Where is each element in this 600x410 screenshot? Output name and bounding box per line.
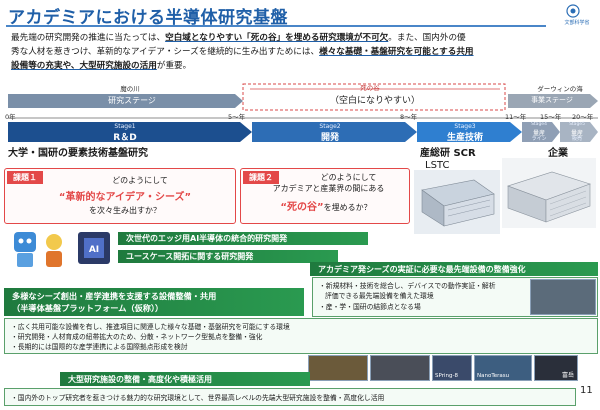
stage5-arrow	[560, 122, 598, 142]
nanoterasu-photo: NanoTerasu	[474, 355, 532, 381]
stage3-arrow	[417, 122, 522, 142]
fugaku-photo: 富岳	[534, 355, 578, 381]
platform-list-box: ・広く共用可能な設備を有し、推進項目に関連した様々な基礎・基盤研究を可能にする環…	[4, 318, 598, 354]
intro-highlight-1: 空白域となりやすい「死の谷」を埋める研究環境が不可欠	[165, 33, 389, 43]
intro-text-4: が重要。	[156, 61, 192, 71]
kadai-1-line3: を次々生み出すか？	[89, 206, 161, 215]
kadai-2-line3: を埋めるか？	[323, 203, 372, 212]
stage3-name: 生産技術	[446, 133, 483, 143]
intro-highlight-3: 設備等の充実や、大型研究施設の活用	[11, 61, 157, 71]
stage5-sub: 販売	[571, 136, 582, 142]
year-label: 0年	[5, 113, 16, 121]
nanoterasu-label: NanoTerasu	[477, 373, 510, 379]
caption-academia: 大学・国研の要素技術基盤研究	[8, 148, 148, 159]
mid-stage-label: 死の谷	[360, 84, 380, 92]
platform-item: ・研究開発・人材育成の紐帯拡大のため、分散・ネットワーク型拠点を整備・強化	[11, 333, 263, 341]
intro-text-1: 最先端の研究開発の推進に当たっては、	[11, 33, 166, 43]
lstc-label: LSTC	[425, 160, 450, 171]
stage2-top: Stage2	[319, 123, 341, 130]
left-stage-label: 魔の川	[120, 85, 140, 93]
banner-large-facility: 大型研究施設の整備・高度化や積極活用	[60, 372, 310, 386]
fugaku-label: 富岳	[561, 372, 574, 379]
year-label: 8～年	[400, 113, 418, 121]
stage3-top: Stage3	[454, 123, 476, 130]
stage4-sub: ライン	[531, 136, 547, 142]
page-title: アカデミアにおける半導体研究基盤	[8, 8, 288, 28]
equipment-item: 評価できる最先端設備を備えた環境	[325, 292, 434, 300]
banner-usecase: ユースケース開拓に関する研究開発	[118, 250, 338, 263]
kadai-1-box: 課題１ どのようにして “革新的なアイデア・シーズ” を次々生み出すか？	[4, 168, 236, 224]
kadai-2-emphasis-row: “死の谷”を埋めるか？	[251, 195, 401, 214]
stage5-top: Stage5	[569, 122, 585, 127]
lstc-building-image	[414, 170, 500, 234]
stage2-arrow	[252, 122, 417, 142]
timeline-diagram	[8, 83, 598, 142]
logo-text: 文部科学省	[564, 20, 590, 26]
kadai-2-tag: 課題２	[243, 171, 279, 184]
stage2-name: 開発	[320, 133, 339, 143]
stage1-arrow	[8, 122, 252, 142]
kadai-2-emphasis: “死の谷”	[280, 202, 324, 213]
kadai-2-line2: アカデミアと産業界の間にある	[272, 184, 385, 193]
equipment-item: ・新規材料・技術を総合し、デバイスでの動作実証・解析	[319, 282, 496, 290]
equipment-photo	[530, 279, 596, 315]
kadai-1-line1: どのようにして	[112, 176, 168, 185]
ai-illustration: AI	[14, 232, 110, 267]
left-stage-name: 研究ステージ	[108, 96, 156, 105]
valley-of-death-frame	[242, 83, 506, 111]
ministry-logo-icon	[566, 4, 580, 18]
spring8-label: SPring-8	[435, 373, 458, 379]
right-stage-name: 事業ステージ	[531, 96, 573, 104]
kadai-1-emphasis: “革新的なアイデア・シーズ”	[58, 192, 192, 203]
stage5-name: 量産	[570, 130, 583, 137]
banner-platform-sub: （半導体基盤プラットフォーム（仮称））	[12, 303, 164, 313]
svg-text:AI: AI	[89, 245, 99, 255]
platform-item: ・長期的には国際的な産学連携による国際拠点形成を検討	[11, 343, 188, 351]
stage1-top: Stage1	[114, 123, 136, 130]
right-stage-label: ダーウィンの海	[537, 85, 583, 93]
page-number: 11	[580, 385, 593, 396]
stage4-arrow	[522, 122, 560, 142]
title-rule	[6, 25, 546, 27]
caption-aist: 産総研 SCR	[420, 148, 476, 159]
intro-paragraph: 最先端の研究開発の推進に当たっては、空白域となりやすい「死の谷」を埋める研究環境…	[11, 31, 595, 73]
robot-icon	[14, 232, 36, 252]
caption-company: 企業	[548, 148, 568, 159]
stage1-name: R＆D	[113, 133, 137, 143]
year-label: 15～年	[540, 113, 562, 121]
kadai-2-box: 課題２ どのようにして アカデミアと産業界の間にある “死の谷”を埋めるか？	[240, 168, 410, 224]
banner-equipment: アカデミア発シーズの実証に必要な最先端設備の整備強化	[310, 262, 598, 276]
facility-photo-1	[308, 355, 368, 381]
large-facility-box: ・国内外のトップ研究者を惹きつける魅力的な研究環境として、世界最高レベルの先端大…	[4, 388, 576, 406]
spring8-photo: SPring-8	[432, 355, 472, 381]
platform-item: ・広く共用可能な設備を有し、推進項目に関連した様々な基礎・基盤研究を可能にする環…	[11, 323, 290, 331]
banner-edge-ai: 次世代のエッジ用AI半導体の統合的研究開発	[118, 232, 368, 245]
research-stage-band	[8, 94, 243, 108]
banner-platform: 多様なシーズ創出・産学連携を支援する設備整備・共用 （半導体基盤プラットフォーム…	[4, 288, 304, 316]
mid-stage-sub: （空白になりやすい）	[329, 96, 420, 106]
large-facility-item: ・国内外のトップ研究者を惹きつける魅力的な研究環境として、世界最高レベルの先端大…	[11, 394, 385, 402]
equipment-item: ・産・学・国研の結節点となる場	[319, 303, 421, 311]
kadai-1-tag: 課題１	[7, 171, 43, 184]
facility-photo-2	[370, 355, 430, 381]
banner-platform-title: 多様なシーズ創出・産学連携を支援する設備整備・共用	[12, 291, 217, 301]
year-label: 20～年	[572, 113, 594, 121]
intro-text-2: 。また、国内外の優	[388, 33, 466, 43]
intro-text-3: 秀な人材を惹きつけ、革新的なアイデア・シーズを継続的に生み出すためには、	[11, 47, 320, 57]
intro-highlight-2: 様々な基礎・基盤研究を可能とする共用	[319, 47, 474, 57]
kadai-2-line1: どのようにして	[320, 173, 377, 182]
aist-building-image	[502, 158, 596, 228]
stage4-name: 量産	[532, 130, 545, 137]
business-stage-band	[508, 94, 598, 108]
person-icon	[46, 234, 62, 250]
year-label: 5～年	[228, 113, 246, 121]
stage4-top: Stage4	[531, 122, 547, 127]
year-label: 11～年	[505, 113, 527, 121]
